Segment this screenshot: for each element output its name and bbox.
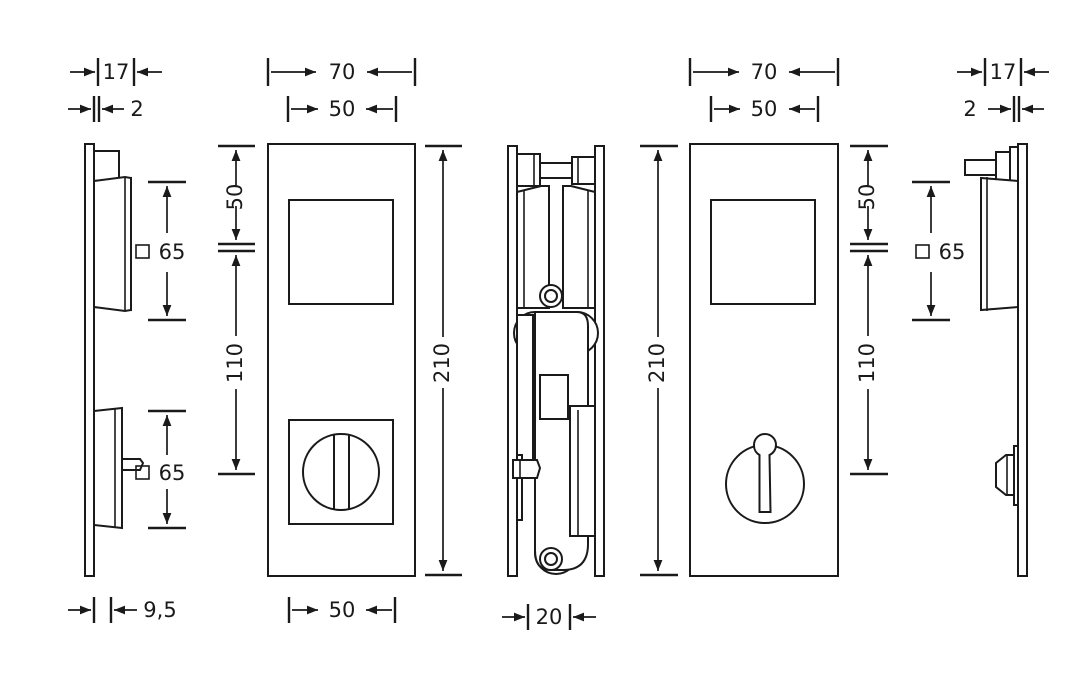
dim-label-110-view2-left: 110 (223, 343, 247, 383)
dim-210-view2-right: 210 (425, 144, 462, 577)
dim-50-view4-right: 50 (850, 144, 888, 246)
dim-2-right: 2 (963, 96, 1044, 122)
view5-spindle-rod (964, 146, 1019, 189)
view-1-left-side-elevation: 17 2 (68, 58, 186, 623)
view1-key-pin (121, 458, 145, 471)
square-symbol-icon-right (915, 244, 930, 259)
view5-key-pin (995, 445, 1019, 506)
dim-label-17-right: 17 (990, 60, 1017, 84)
view1-square-handle-body (93, 175, 132, 313)
view-3-section-view: 20 (502, 145, 605, 630)
dim-label-50-view2-top: 50 (329, 97, 356, 121)
dim-50-view2-top: 50 (286, 96, 398, 122)
view2-square-handle-recess (288, 199, 394, 305)
view2-thumbturn (288, 419, 394, 525)
view-5-right-side-elevation: 17 2 (912, 58, 1049, 577)
view-2-front-elevation-thumbturn: 70 50 50 (218, 58, 462, 623)
square-symbol-icon-lower (135, 465, 150, 480)
dim-label-65-left-lower: 65 (159, 461, 186, 485)
dim-square-65-left: 65 (135, 180, 186, 322)
dim-label-65-left-upper: 65 (159, 240, 186, 264)
view5-square-handle-body (980, 176, 1019, 312)
dim-label-2-left: 2 (130, 97, 143, 121)
dim-50-view2-bottom: 50 (287, 597, 397, 623)
square-symbol-icon (135, 244, 150, 259)
dim-square-65-left-lower: 65 (135, 409, 186, 530)
dim-label-210-view4-left: 210 (645, 343, 669, 383)
dim-70-view2: 70 (266, 58, 417, 86)
dim-label-65-right: 65 (939, 240, 966, 264)
dim-label-50-view4-top: 50 (751, 97, 778, 121)
view4-keyhole (725, 433, 805, 524)
dim-110-view4-right: 110 (850, 249, 888, 476)
dim-square-65-right: 65 (912, 180, 966, 322)
view5-backplate (1017, 143, 1028, 577)
dim-label-9-5: 9,5 (143, 598, 176, 622)
dim-label-17-left: 17 (103, 60, 130, 84)
dim-50-view4-top: 50 (709, 96, 820, 122)
view3-handle-bodies (516, 185, 596, 309)
view-4-front-elevation-keyhole: 70 50 210 (640, 58, 888, 577)
dim-label-50-view2-left: 50 (223, 184, 247, 211)
dim-70-view4: 70 (688, 58, 840, 86)
dim-label-70-view4: 70 (751, 60, 778, 84)
dim-50-view2-left: 50 (218, 144, 255, 246)
dim-label-70-view2: 70 (329, 60, 356, 84)
dim-label-110-view4-right: 110 (855, 343, 879, 383)
dim-17-right: 17 (957, 58, 1049, 86)
dim-210-view4-left: 210 (640, 144, 678, 577)
dim-17-left: 17 (70, 58, 162, 86)
dim-110-view2-left: 110 (218, 249, 255, 476)
view4-square-handle-recess (710, 199, 816, 305)
dim-2-left: 2 (68, 96, 144, 122)
dim-label-50-view4-right: 50 (855, 184, 879, 211)
view1-cylinder-housing (93, 406, 123, 530)
dim-label-2-right: 2 (963, 97, 976, 121)
dim-label-20-view3: 20 (536, 605, 563, 629)
view1-backplate (84, 143, 95, 577)
dim-20-view3: 20 (502, 604, 596, 630)
view3-key-pin (512, 459, 542, 479)
dim-9-5: 9,5 (68, 597, 177, 623)
view3-spindle-assembly (516, 153, 596, 187)
dim-label-50-view2-bottom: 50 (329, 598, 356, 622)
dim-label-210-view2-right: 210 (430, 343, 454, 383)
